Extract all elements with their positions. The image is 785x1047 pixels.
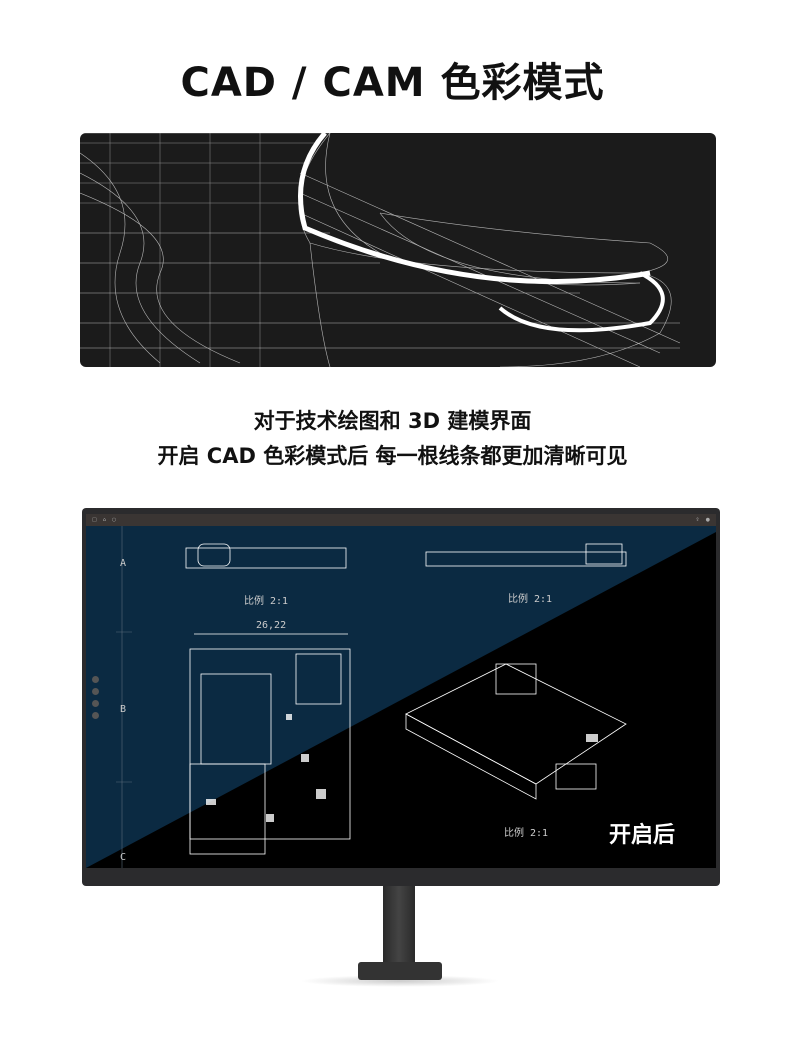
stand-shadow: [300, 975, 500, 987]
row-label-b: B: [120, 704, 127, 715]
enabled-badge: 开启后: [609, 823, 676, 848]
app-toolbar: □ ⌂ ○ ⇪ ●: [86, 514, 716, 526]
wireframe-banner: [80, 133, 716, 367]
navy-background: [86, 526, 716, 868]
pcb-drawings: [185, 543, 627, 855]
monitor-stand-pole: [383, 886, 415, 966]
row-label-c: C: [120, 852, 127, 863]
scale-label: 比例 2:1: [244, 596, 289, 607]
side-tool-4[interactable]: [92, 712, 99, 719]
monitor-screen: □ ⌂ ○ ⇪ ● A B C 比例 2:1 比例 2:1 比例 2:1 26,2…: [86, 514, 716, 868]
scale-label: 比例 2:1: [504, 828, 549, 839]
settings-icon[interactable]: ○: [111, 517, 117, 523]
side-tool-1[interactable]: [92, 676, 99, 683]
page-title: CAD / CAM 色彩模式: [180, 60, 605, 106]
row-label-a: A: [120, 558, 127, 569]
app-menu-icon[interactable]: □: [92, 517, 97, 523]
side-tool-3[interactable]: [92, 700, 99, 707]
side-tool-2[interactable]: [92, 688, 99, 695]
home-icon[interactable]: ⌂: [102, 517, 106, 523]
user-icon[interactable]: ●: [705, 517, 710, 523]
scale-label: 比例 2:1: [508, 594, 553, 605]
dimension-label: 26,22: [256, 620, 287, 631]
monitor: □ ⌂ ○ ⇪ ● A B C 比例 2:1 比例 2:1 比例 2:1 26,2…: [82, 508, 720, 886]
subtitle-line-1: 对于技术绘图和 3D 建模界面: [253, 409, 532, 433]
share-icon[interactable]: ⇪: [695, 517, 700, 523]
wireframe-illustration: [80, 133, 681, 367]
subtitle-line-2: 开启 CAD 色彩模式后 每一根线条都更加清晰可见: [157, 444, 628, 468]
monitor-stand-base: [358, 962, 442, 980]
